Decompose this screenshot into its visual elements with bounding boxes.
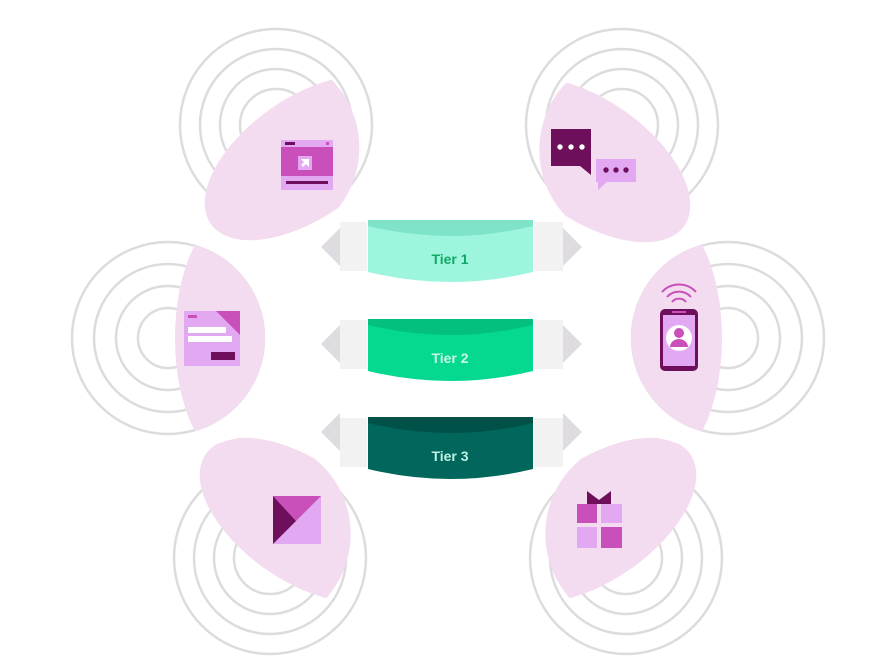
tier-label: Tier 3: [431, 448, 468, 464]
tier-shadow: [534, 418, 563, 467]
tier-banner-3: Tier 3: [321, 413, 582, 479]
envelope-icon: [273, 496, 321, 544]
tier-arrow-left: [321, 228, 340, 266]
tier-label: Tier 2: [431, 350, 468, 366]
tier-arrow-right: [563, 228, 582, 266]
radar-rings: [630, 240, 826, 436]
tier-band-top: [368, 417, 533, 433]
tier-band-top: [368, 319, 533, 335]
tier-arrow-left: [321, 325, 340, 363]
tier-arrow-left: [321, 413, 340, 451]
mobile-phone-icon: [660, 283, 698, 371]
channel-mobile: [630, 240, 826, 436]
gift-box-icon: [577, 491, 622, 548]
tier-shadow: [534, 222, 563, 271]
tier-shadow: [534, 320, 563, 369]
tier-shadow: [340, 418, 367, 467]
tier-label: Tier 1: [431, 251, 468, 267]
tier-band: [368, 417, 533, 479]
channel-form: [70, 240, 266, 436]
web-form-icon: [184, 311, 240, 366]
tier-banner-2: Tier 2: [321, 319, 582, 381]
tier-shadow: [340, 320, 367, 369]
browser-window-icon: [281, 140, 333, 190]
chat-bubbles-icon: [551, 129, 636, 190]
tier-banner-1: Tier 1: [321, 220, 582, 282]
tier-band: [368, 319, 533, 381]
tier-band-top: [368, 220, 533, 236]
tier-arrow-right: [563, 325, 582, 363]
tier-band: [368, 220, 533, 282]
tier-shadow: [340, 222, 367, 271]
tier-arrow-right: [563, 413, 582, 451]
